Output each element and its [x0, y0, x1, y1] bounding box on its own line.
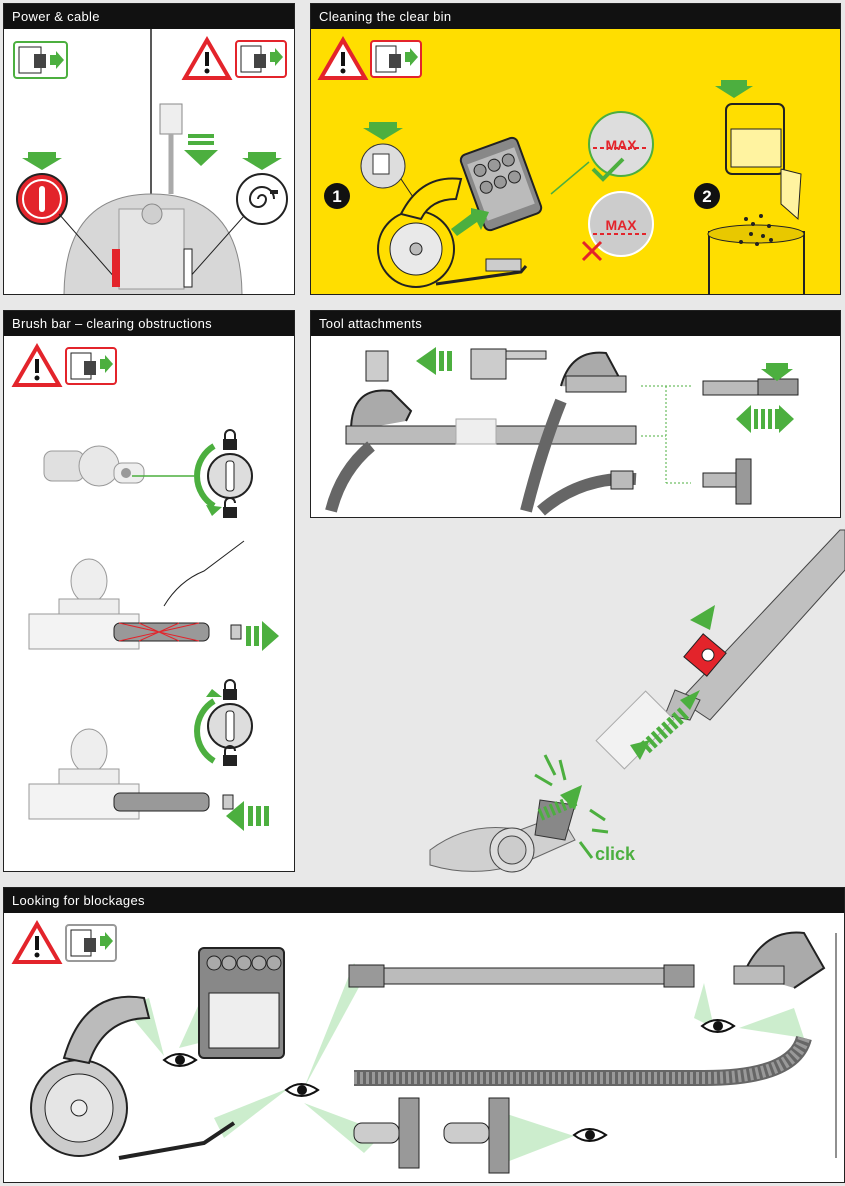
unplug-icon	[235, 40, 287, 78]
max-overfill-label: MAX	[605, 217, 637, 233]
eye-icon	[284, 1083, 320, 1097]
panel-title: Brush bar – clearing obstructions	[4, 311, 294, 336]
warning-icon	[181, 36, 233, 80]
arrow-both-icon	[630, 690, 700, 760]
arrow-right-icon	[451, 208, 489, 236]
click-label: click	[595, 844, 636, 864]
panel-tool-attachments: Tool attachments	[310, 310, 841, 518]
arrow-right-icon	[226, 801, 269, 831]
warning-icon	[11, 920, 63, 964]
arrow-right-icon	[537, 785, 582, 821]
arrow-both-icon	[736, 405, 794, 433]
brush-bar-illustration	[11, 343, 279, 831]
unplug-icon	[65, 347, 117, 385]
arrow-down-icon	[22, 152, 62, 170]
eye-icon	[162, 1053, 198, 1067]
step-number: 1	[332, 187, 341, 206]
unplug-icon	[13, 41, 68, 79]
check-icon	[591, 157, 625, 182]
warning-icon	[317, 36, 369, 80]
arrow-down-icon	[761, 363, 793, 381]
unlock-icon	[223, 745, 237, 766]
tool-attachments-illustration	[325, 347, 799, 516]
panel-title: Looking for blockages	[4, 888, 844, 913]
panel-blockages: Looking for blockages	[3, 887, 845, 1183]
eye-icon	[700, 1019, 736, 1033]
arrow-down-icon	[715, 80, 753, 98]
cable-rewind-icon	[236, 173, 288, 225]
cross-icon	[581, 240, 603, 262]
panel-clear-bin: Cleaning the clear bin 1	[310, 3, 841, 295]
arrow-right-icon	[246, 621, 279, 651]
unplug-icon	[370, 40, 422, 78]
arrow-down-icon	[363, 122, 403, 140]
unlock-icon	[223, 497, 237, 518]
panel-title: Tool attachments	[311, 311, 840, 336]
panel-power-cable: Power & cable	[3, 3, 295, 295]
lock-icon	[223, 429, 237, 450]
panel-title: Cleaning the clear bin	[311, 4, 840, 29]
max-fill-label: MAX	[605, 137, 637, 153]
panel-title: Power & cable	[4, 4, 294, 29]
clear-bin-illustration: 1 MAX MAX 2	[317, 36, 805, 294]
blockages-illustration	[11, 920, 837, 1174]
arrow-down-icon	[184, 134, 218, 166]
arrow-left-icon	[416, 347, 452, 375]
power-button-icon	[16, 173, 68, 225]
arrow-down-icon	[242, 152, 282, 170]
panel-brush-bar: Brush bar – clearing obstructions	[3, 310, 295, 872]
warning-icon	[11, 343, 63, 387]
step-number: 2	[702, 187, 711, 206]
eye-icon	[572, 1128, 608, 1142]
lock-icon	[223, 679, 237, 700]
arrow-down-icon	[690, 605, 715, 630]
power-cable-illustration	[13, 29, 288, 294]
unplug-icon	[65, 924, 117, 962]
